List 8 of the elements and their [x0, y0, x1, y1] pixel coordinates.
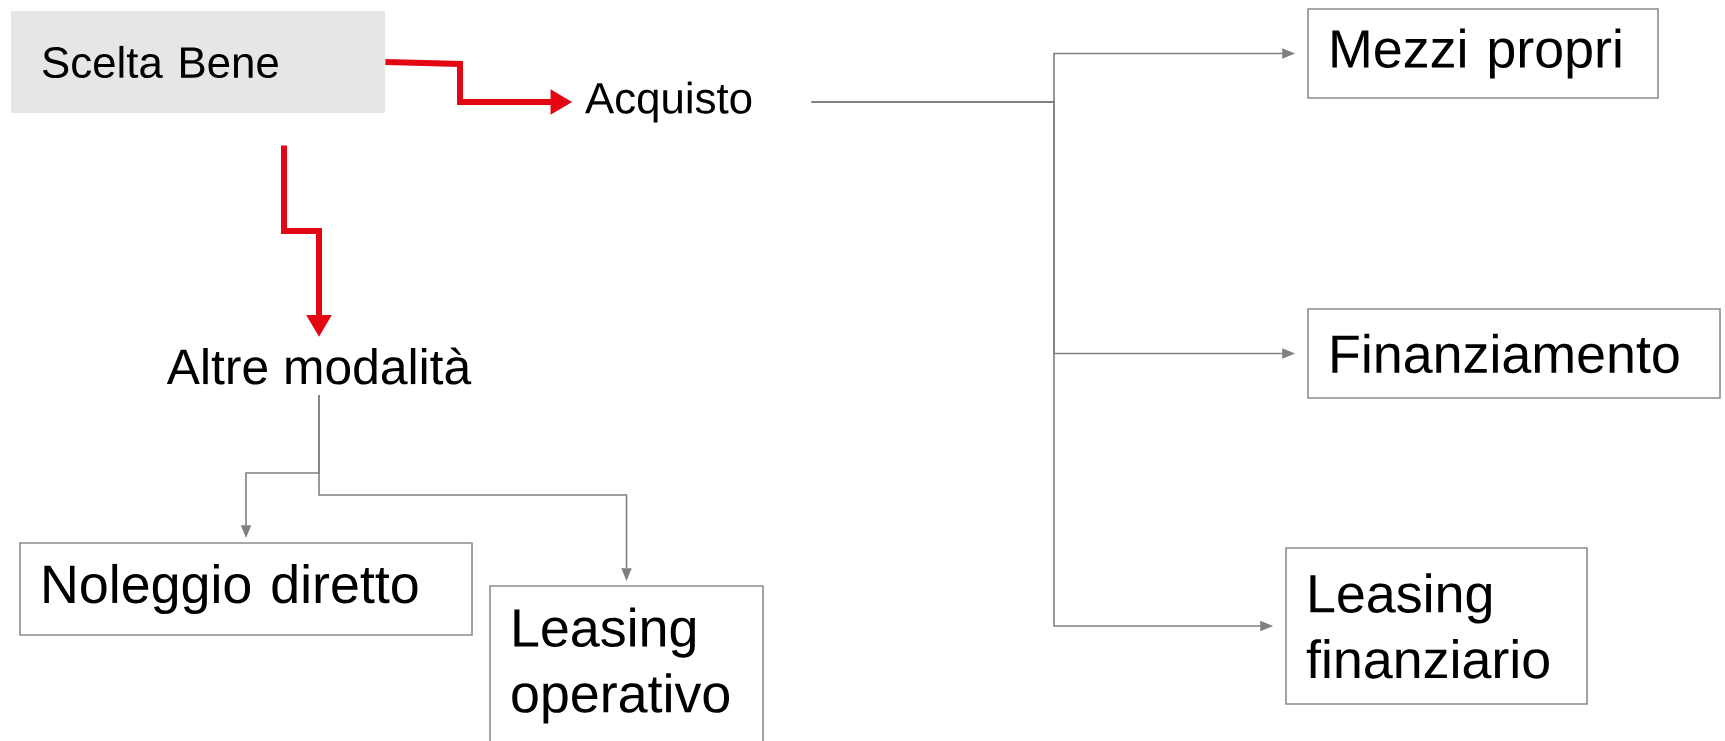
- process-box: Scelta Bene: [11, 11, 385, 113]
- option-box: Finanziamento: [1307, 308, 1721, 399]
- option-box: Leasing operativo: [489, 585, 764, 741]
- option-box: Noleggio diretto: [19, 542, 473, 636]
- option-box: Leasing finanziario: [1285, 547, 1588, 705]
- branch-label: Acquisto: [585, 81, 752, 123]
- option-box: Mezzi propri: [1307, 8, 1659, 99]
- branch-label: Altre modalità: [166, 347, 472, 385]
